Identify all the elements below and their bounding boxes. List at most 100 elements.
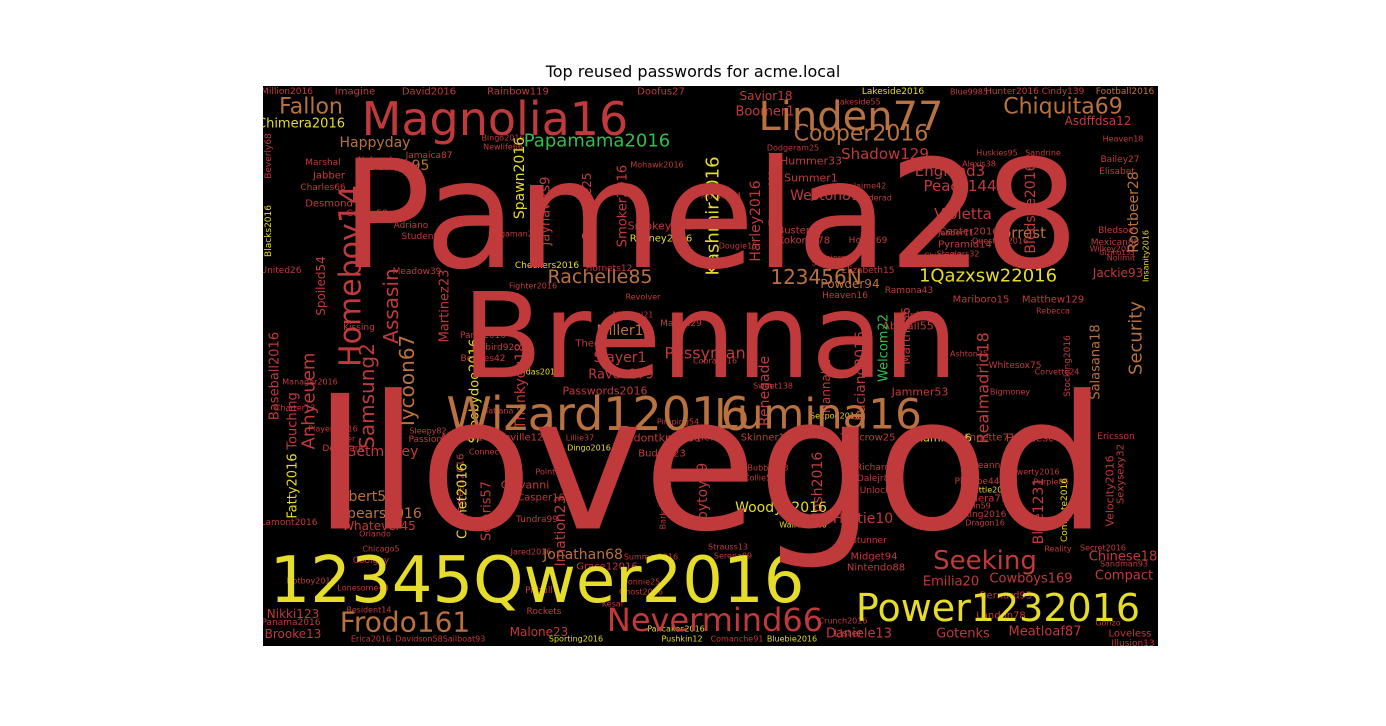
cloud-word: United26 (263, 266, 302, 276)
cloud-word: Honor69 (849, 236, 888, 246)
cloud-word: Comet2016 (456, 463, 471, 539)
cloud-word: Smokey141 (628, 220, 693, 233)
cloud-word: Realmadrid18 (974, 332, 993, 444)
cloud-word: Jammer53 (891, 386, 949, 399)
cloud-word: Lamont2016 (263, 518, 318, 528)
cloud-word: Kokomo78 (778, 236, 830, 247)
cloud-word: Qwerty2016 (1010, 468, 1059, 477)
cloud-word: Football2016 (1096, 87, 1155, 97)
cloud-word: Peace144 (923, 177, 996, 195)
cloud-word: Unlock (860, 486, 891, 496)
cloud-word: Coderad (858, 194, 892, 203)
cloud-word: Farmer83 (679, 433, 727, 444)
cloud-word: Lister (834, 629, 863, 640)
cloud-word: Orlando (359, 530, 391, 539)
cloud-word: Sweet138 (753, 382, 793, 391)
cloud-word: Manager2016 (282, 378, 337, 387)
cloud-word: Frodo161 (340, 606, 470, 639)
cloud-word: Whitesox75 (989, 361, 1042, 371)
cloud-word: Serena89 (714, 552, 752, 561)
cloud-word: Mexican88 (1091, 238, 1140, 248)
cloud-word: Casper16 (517, 493, 565, 504)
cloud-word: Meatloaf87 (1009, 625, 1082, 640)
cloud-word: Kashmir2016 (703, 156, 724, 275)
cloud-word: Touching (286, 392, 301, 450)
cloud-word: Collie57 (744, 474, 776, 483)
cloud-word: Wilkey2017 (1090, 245, 1137, 254)
cloud-word: Huskies95 (976, 149, 1017, 158)
cloud-word: Sexysexy32 (1116, 444, 1127, 504)
cloud-word: Annette71 (963, 433, 1015, 444)
cloud-word: Manga29 (660, 319, 702, 329)
cloud-word: Cobra2016 (693, 357, 737, 366)
cloud-word: Bluebie2016 (767, 635, 817, 644)
cloud-word: Martha36 (899, 307, 913, 365)
cloud-word: Barker2016 (659, 483, 668, 530)
cloud-word: Tycoon67 (395, 335, 419, 431)
cloud-word: Heaven18 (1103, 135, 1144, 144)
cloud-word: Ilovegod (313, 356, 1108, 573)
cloud-word: Stocking2016 (1063, 335, 1073, 397)
cloud-word: Hunter2016 (985, 87, 1039, 97)
cloud-word: Pyramid14 (938, 240, 992, 251)
cloud-word: Boytoy89 (695, 463, 711, 530)
cloud-word: Chinese18 (1089, 550, 1157, 565)
cloud-word: Gizmo155 (1099, 249, 1135, 257)
cloud-word: Illusion13 (1111, 639, 1154, 646)
cloud-word: Dragon16 (965, 519, 1005, 528)
cloud-word: Landon78 (976, 611, 1026, 622)
cloud-word: Rachelle85 (547, 266, 652, 288)
cloud-word: Hottie10 (833, 511, 893, 527)
cloud-word: Josh2016 (810, 452, 826, 518)
cloud-word: Michael21 (613, 311, 654, 320)
cloud-word: Purple86 (1033, 478, 1068, 487)
cloud-word: Pushkin12 (661, 635, 702, 644)
cloud-word: Scoobydoo2016 (468, 339, 483, 444)
cloud-word: Alexis38 (962, 160, 996, 169)
cloud-word: Nebraska (358, 156, 400, 166)
cloud-word: Doofus27 (637, 87, 685, 98)
cloud-word: Velocity2016 (1104, 455, 1117, 526)
cloud-word: Mariboro15 (953, 295, 1010, 306)
cloud-word: Mohawk2016 (630, 161, 683, 170)
cloud-word: Boomer1 (735, 105, 794, 120)
cloud-word: Hondas2016 (510, 368, 561, 377)
cloud-word: Bernard95 (980, 591, 1032, 602)
cloud-word: Midget94 (851, 552, 898, 563)
cloud-word: Phoebe44 (955, 477, 1000, 487)
cloud-word: Dalejr80 (857, 474, 895, 484)
cloud-word: Student87 (402, 232, 449, 242)
cloud-word: Kesar (602, 600, 625, 609)
cloud-word: Nintendo88 (847, 563, 905, 574)
cloud-word: Megaman20 (488, 230, 538, 239)
cloud-word: Cowboys169 (989, 572, 1072, 587)
cloud-word: Birdman (901, 311, 939, 321)
cloud-word: Idontknow91 (630, 432, 701, 445)
cloud-word: Reality (1044, 545, 1072, 554)
cloud-word: Bigmoney (990, 388, 1030, 397)
cloud-word: Samsung2 (355, 343, 379, 449)
cloud-word: Nikki123 (267, 607, 319, 621)
cloud-word: Newlife66 (483, 143, 523, 152)
cloud-word: Pimping54 (657, 418, 699, 427)
cloud-word: Slayer1 (594, 350, 647, 366)
cloud-word: Whatever45 (342, 519, 416, 533)
cloud-word: Dingo2016 (567, 444, 611, 453)
cloud-word: Luciano2016 (853, 331, 869, 421)
cloud-word: Ericsson (1097, 432, 1134, 442)
cloud-word: Jabber (312, 171, 346, 182)
cloud-word: Roxanne25 (580, 172, 594, 239)
cloud-word: Getmoney (346, 444, 419, 460)
cloud-word: Lakeside55 (835, 98, 880, 107)
cloud-word: Party2016 (460, 331, 506, 341)
cloud-word: Forrest (994, 224, 1046, 242)
cloud-word: Cindy139 (1042, 87, 1085, 97)
cloud-word: Bledsoe2016 (1023, 162, 1039, 253)
cloud-word: Jared2016 (510, 548, 552, 557)
cloud-word: Shuttle2016 (964, 486, 1013, 495)
cloud-word: Alice2016 (440, 433, 490, 444)
cloud-word: Chiquita69 (1003, 95, 1123, 120)
cloud-word: Kissing (343, 323, 375, 333)
cloud-word: Donnie25 (622, 578, 661, 587)
